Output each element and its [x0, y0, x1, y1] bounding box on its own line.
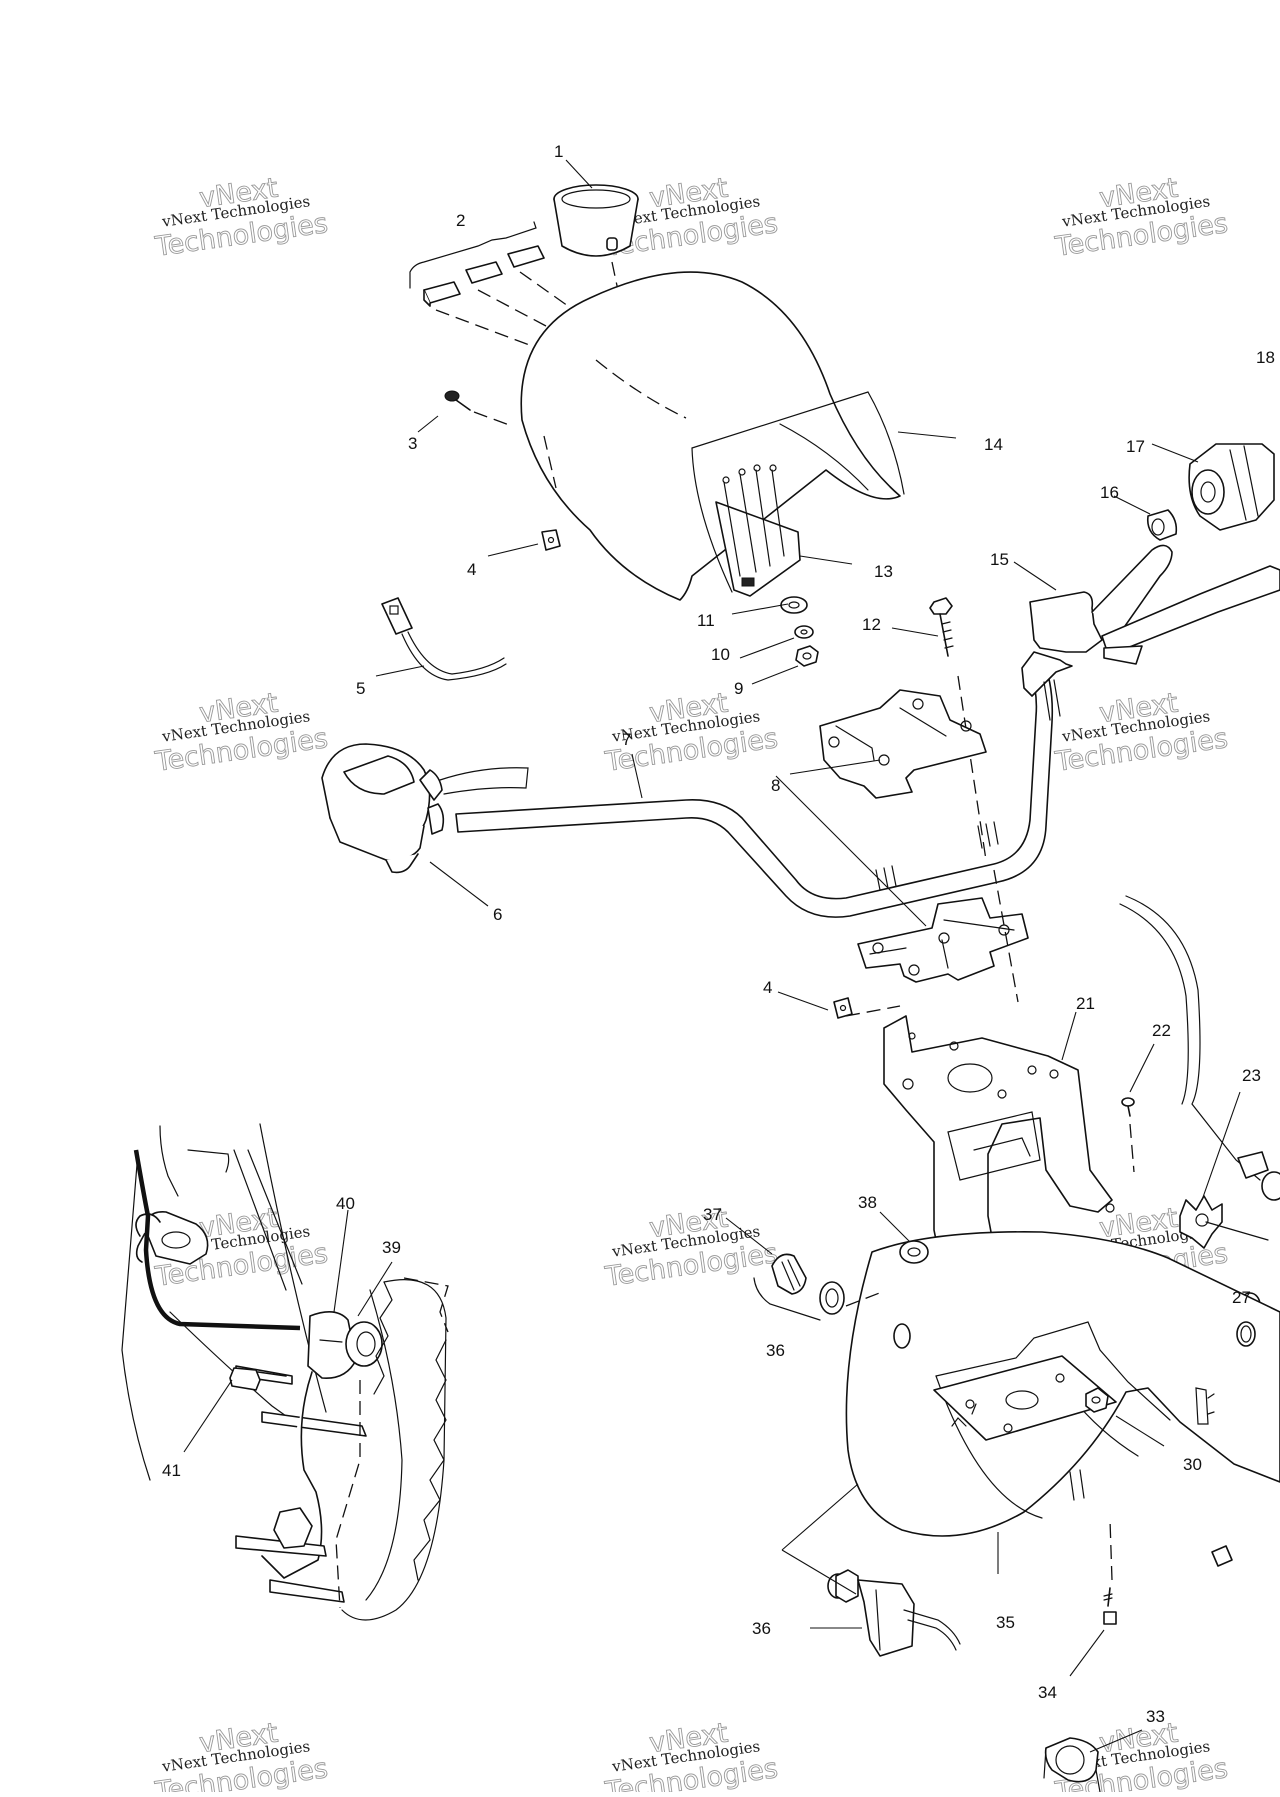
part-39-40-41-brake-assembly [121, 1123, 449, 1621]
callout-27: 27 [1232, 1288, 1251, 1307]
callout-14: 14 [984, 435, 1003, 454]
callout-11: 11 [697, 611, 715, 630]
callout-37: 37 [703, 1205, 722, 1224]
part-13-bulb-socket [715, 464, 801, 597]
callout-35: 35 [996, 1613, 1015, 1632]
callout-labels: 1 2 3 4 5 6 7 8 9 10 11 12 13 14 15 16 1… [162, 142, 1275, 1726]
callout-18: 18 [1256, 348, 1275, 367]
callout-8: 8 [771, 776, 780, 795]
callout-7: 7 [622, 730, 631, 749]
callout-17: 17 [1126, 437, 1145, 456]
part-22-screw [1121, 1097, 1135, 1173]
callout-2: 2 [456, 211, 465, 230]
leader-lines [183, 159, 1241, 1753]
callout-10: 10 [711, 645, 730, 664]
part-1-gauge-cup [553, 184, 639, 257]
callout-1: 1 [554, 142, 563, 161]
callout-13: 13 [874, 562, 893, 581]
part-6-throttle-housing [321, 743, 529, 874]
part-14-headlight-pod [520, 271, 905, 601]
callout-22: 22 [1152, 1021, 1171, 1040]
callout-23: 23 [1242, 1066, 1261, 1085]
part-36-ignition-switch [827, 1569, 961, 1657]
part-2-indicator-lights [409, 221, 545, 307]
callout-12: 12 [862, 615, 881, 634]
part-15-master-cylinder [1021, 544, 1280, 721]
part-37-38-key-switch-parts [753, 1240, 929, 1321]
part-8-lower-clamp [857, 897, 1029, 983]
callout-40: 40 [336, 1194, 355, 1213]
part-34-screw [1103, 1587, 1117, 1625]
part-4-lower-clip [833, 997, 853, 1019]
part-4-clip-nut [541, 529, 561, 551]
callout-30: 30 [1183, 1455, 1202, 1474]
part-16-17-switch-housing [1146, 443, 1275, 541]
part-12-bolt [929, 597, 954, 657]
part-8-upper-clamp [819, 689, 987, 799]
callout-3: 3 [408, 434, 417, 453]
callout-21: 21 [1076, 994, 1095, 1013]
part-clip-right [1211, 1545, 1233, 1567]
part-30-nut [1085, 1387, 1109, 1413]
callout-6: 6 [493, 905, 502, 924]
callout-4-lower: 4 [763, 978, 772, 997]
part-35-lower-cowl [845, 1231, 1280, 1537]
callout-33: 33 [1146, 1707, 1165, 1726]
callout-36-upper: 36 [766, 1341, 785, 1360]
callout-36-lower: 36 [752, 1619, 771, 1638]
callout-41: 41 [162, 1461, 181, 1480]
part-7-handlebar [455, 657, 1054, 918]
part-5-wire-connector [381, 597, 507, 681]
part-21-mounting-bracket [883, 1015, 1115, 1303]
part-9-10-11-fasteners [780, 596, 819, 667]
callout-15: 15 [990, 550, 1009, 569]
callout-34: 34 [1038, 1683, 1057, 1702]
callout-38: 38 [858, 1193, 877, 1212]
callout-16: 16 [1100, 483, 1119, 502]
callout-4: 4 [467, 560, 476, 579]
callout-9: 9 [734, 679, 743, 698]
callout-39: 39 [382, 1238, 401, 1257]
callout-5: 5 [356, 679, 365, 698]
part-33-cable-clamp [1043, 1737, 1101, 1793]
part-3-screw [444, 390, 513, 427]
